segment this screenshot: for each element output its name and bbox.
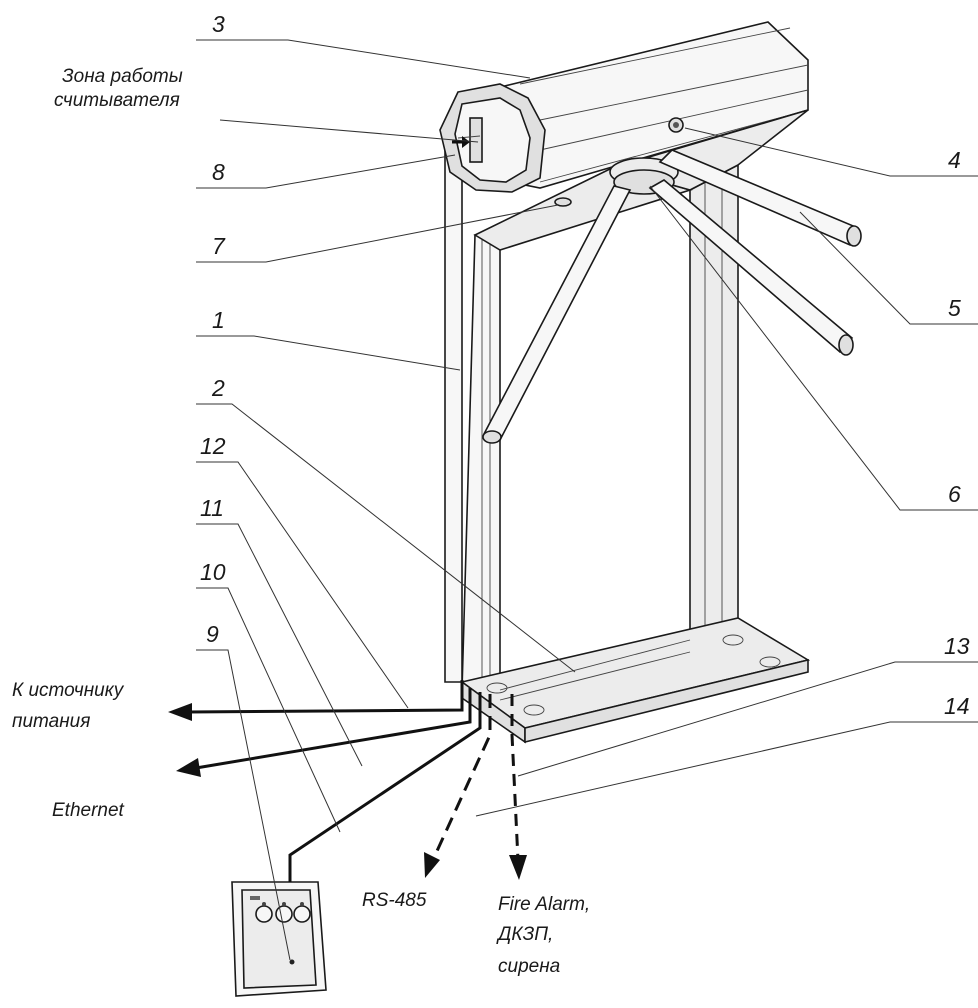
turnstile-drawing bbox=[231, 21, 862, 997]
text-labels: Зона работы считывателя К источнику пита… bbox=[12, 66, 590, 977]
callout-10: 10 bbox=[200, 559, 226, 585]
callout-3: 3 bbox=[212, 11, 225, 37]
power-label-line1: К источнику bbox=[12, 680, 125, 701]
fire-alarm-arrow bbox=[509, 855, 527, 880]
rs485-arrow bbox=[424, 852, 440, 878]
cables bbox=[168, 680, 527, 882]
ethernet-arrow bbox=[176, 758, 201, 777]
front-frame bbox=[461, 226, 501, 702]
ethernet-label: Ethernet bbox=[52, 800, 125, 821]
rs485-label: RS-485 bbox=[362, 890, 427, 911]
reader-zone-label-line1: Зона работы bbox=[62, 66, 183, 87]
callout-1: 1 bbox=[212, 307, 225, 333]
rs485-cable bbox=[430, 694, 492, 863]
leader-lines bbox=[196, 39, 978, 961]
power-cable bbox=[187, 680, 464, 714]
callout-5: 5 bbox=[948, 295, 961, 321]
fire-alarm-label-line2: ДКЗП, bbox=[496, 924, 553, 945]
callout-7: 7 bbox=[212, 233, 226, 259]
stand-column bbox=[444, 139, 463, 683]
callout-numbers: 3 8 7 1 2 12 11 10 9 4 5 6 13 14 bbox=[200, 11, 970, 719]
sensor bbox=[554, 197, 572, 207]
ethernet-cable bbox=[195, 688, 472, 770]
callout-4: 4 bbox=[948, 147, 961, 173]
fire-alarm-label-line3: сирена bbox=[498, 956, 560, 977]
power-arrow bbox=[168, 703, 192, 721]
callout-12: 12 bbox=[200, 433, 226, 459]
power-label-line2: питания bbox=[12, 711, 90, 732]
callout-8: 8 bbox=[212, 159, 225, 185]
control-panel bbox=[231, 881, 327, 997]
callout-2: 2 bbox=[211, 375, 225, 401]
callout-11: 11 bbox=[200, 495, 224, 521]
barrier-arm-lower bbox=[648, 179, 854, 354]
callout-14: 14 bbox=[944, 693, 970, 719]
fire-alarm-label-line1: Fire Alarm, bbox=[498, 894, 590, 915]
panel-cable bbox=[288, 692, 482, 882]
callout-9: 9 bbox=[206, 621, 219, 647]
reader-zone-label-line2: считывателя bbox=[54, 90, 180, 111]
fire-alarm-cable bbox=[510, 694, 520, 861]
callout-13: 13 bbox=[944, 633, 970, 659]
callout-6: 6 bbox=[948, 481, 961, 507]
